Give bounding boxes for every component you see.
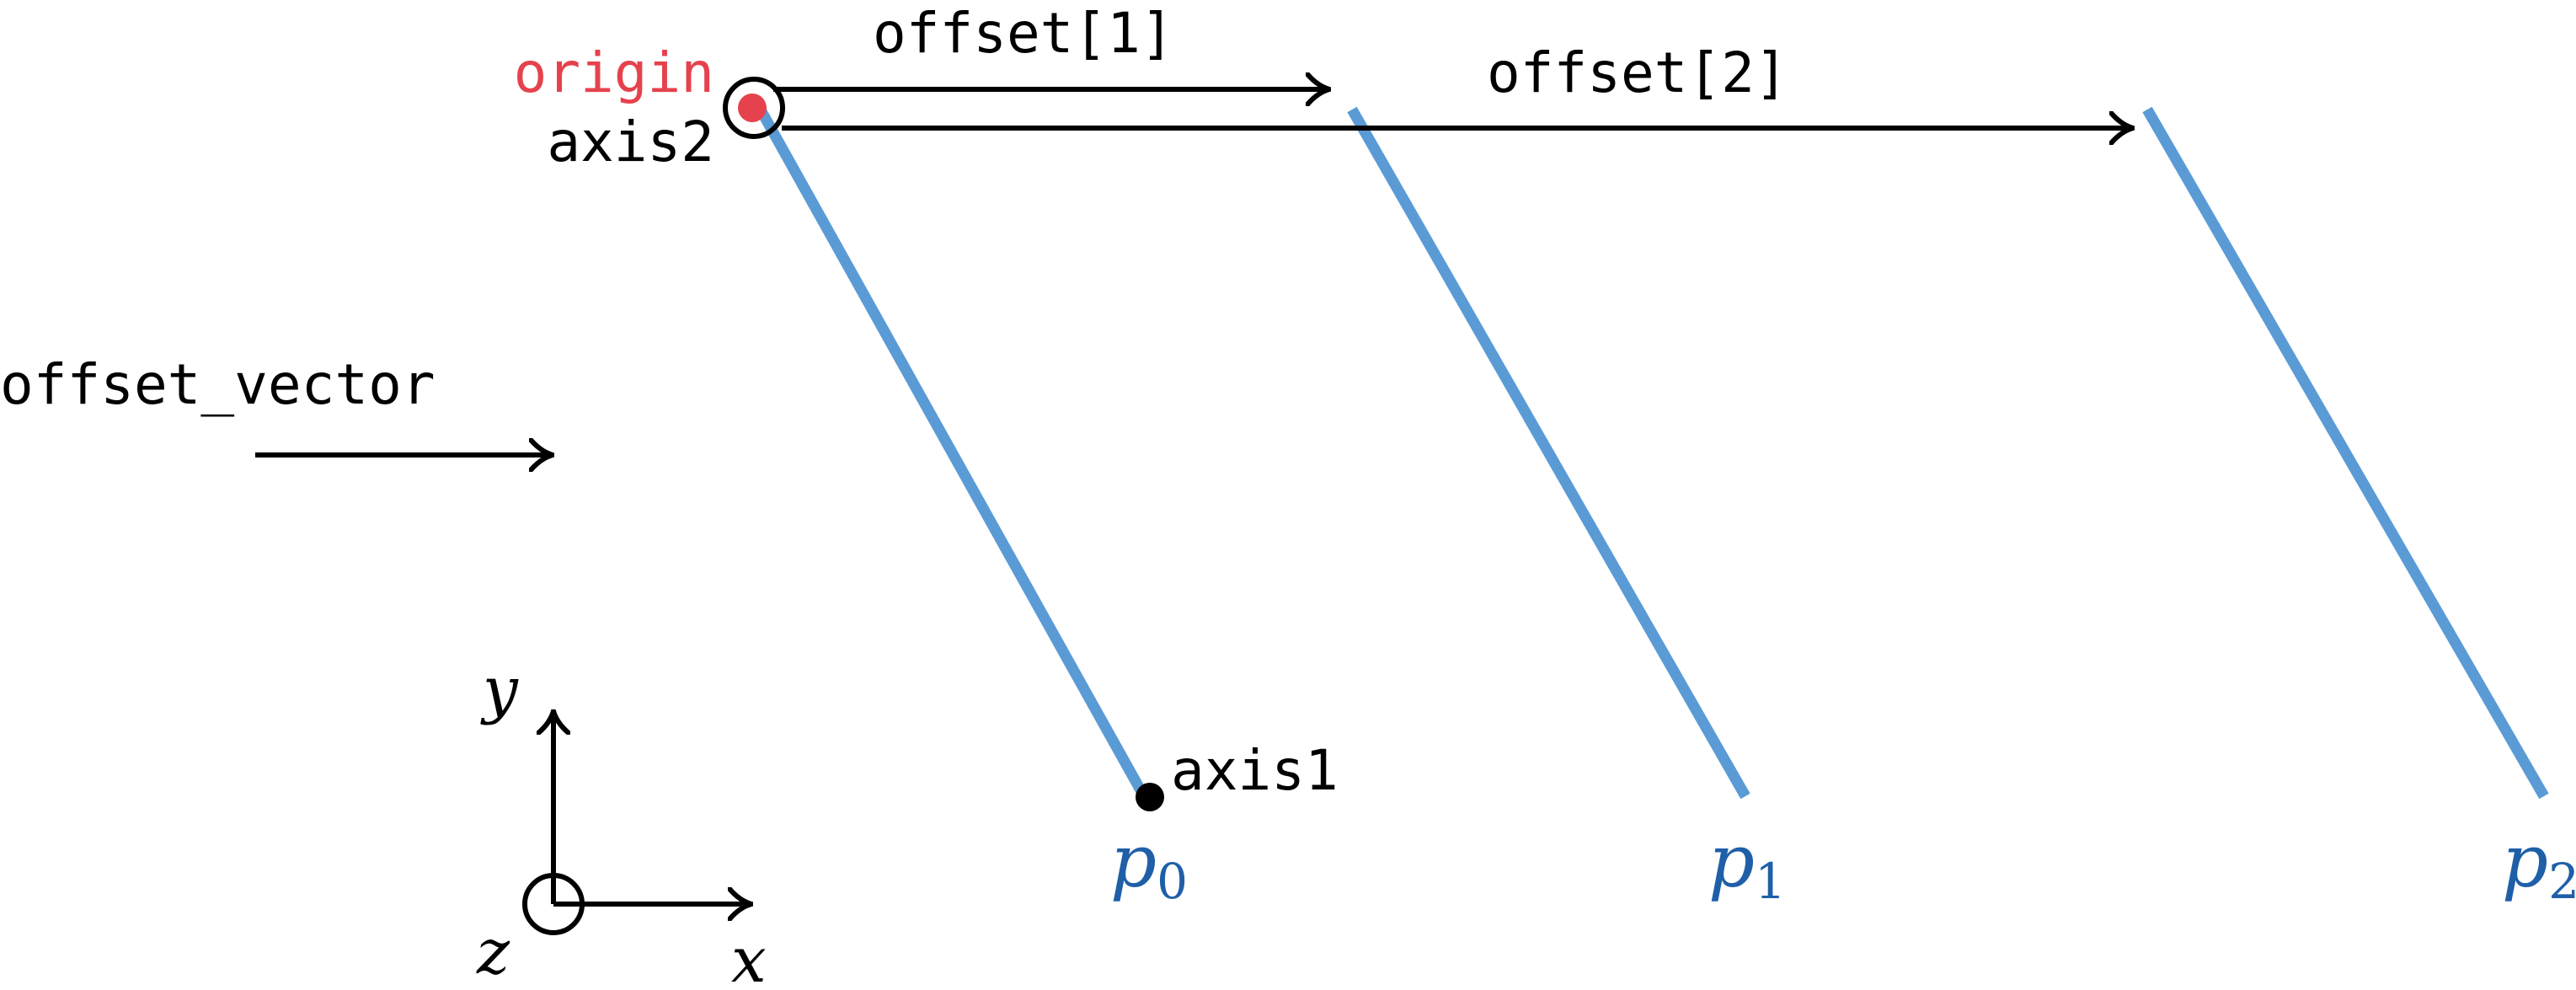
origin-dot [738, 94, 767, 122]
point-label-p0: p0 [1110, 820, 1188, 910]
axis1-point [1136, 783, 1164, 811]
line-p0 [753, 102, 1149, 800]
offset1-label: offset[1] [873, 1, 1174, 66]
axis2-label: axis2 [547, 110, 714, 174]
axis2-circle [723, 77, 785, 139]
line-p1 [1347, 106, 1750, 800]
origin-label: origin [514, 40, 714, 105]
line-p2 [2142, 106, 2549, 800]
offset-vector-label: offset_vector [0, 352, 436, 417]
z-axis-label: z [476, 916, 510, 988]
point-label-p1: p1 [1708, 820, 1786, 910]
offset2-label: offset[2] [1487, 40, 1788, 105]
axis1-label: axis1 [1171, 738, 1339, 803]
z-axis-circle [522, 873, 585, 935]
y-axis-label: y [480, 654, 519, 726]
point-label-p2: p2 [2502, 820, 2576, 910]
x-axis-label: x [731, 924, 767, 990]
